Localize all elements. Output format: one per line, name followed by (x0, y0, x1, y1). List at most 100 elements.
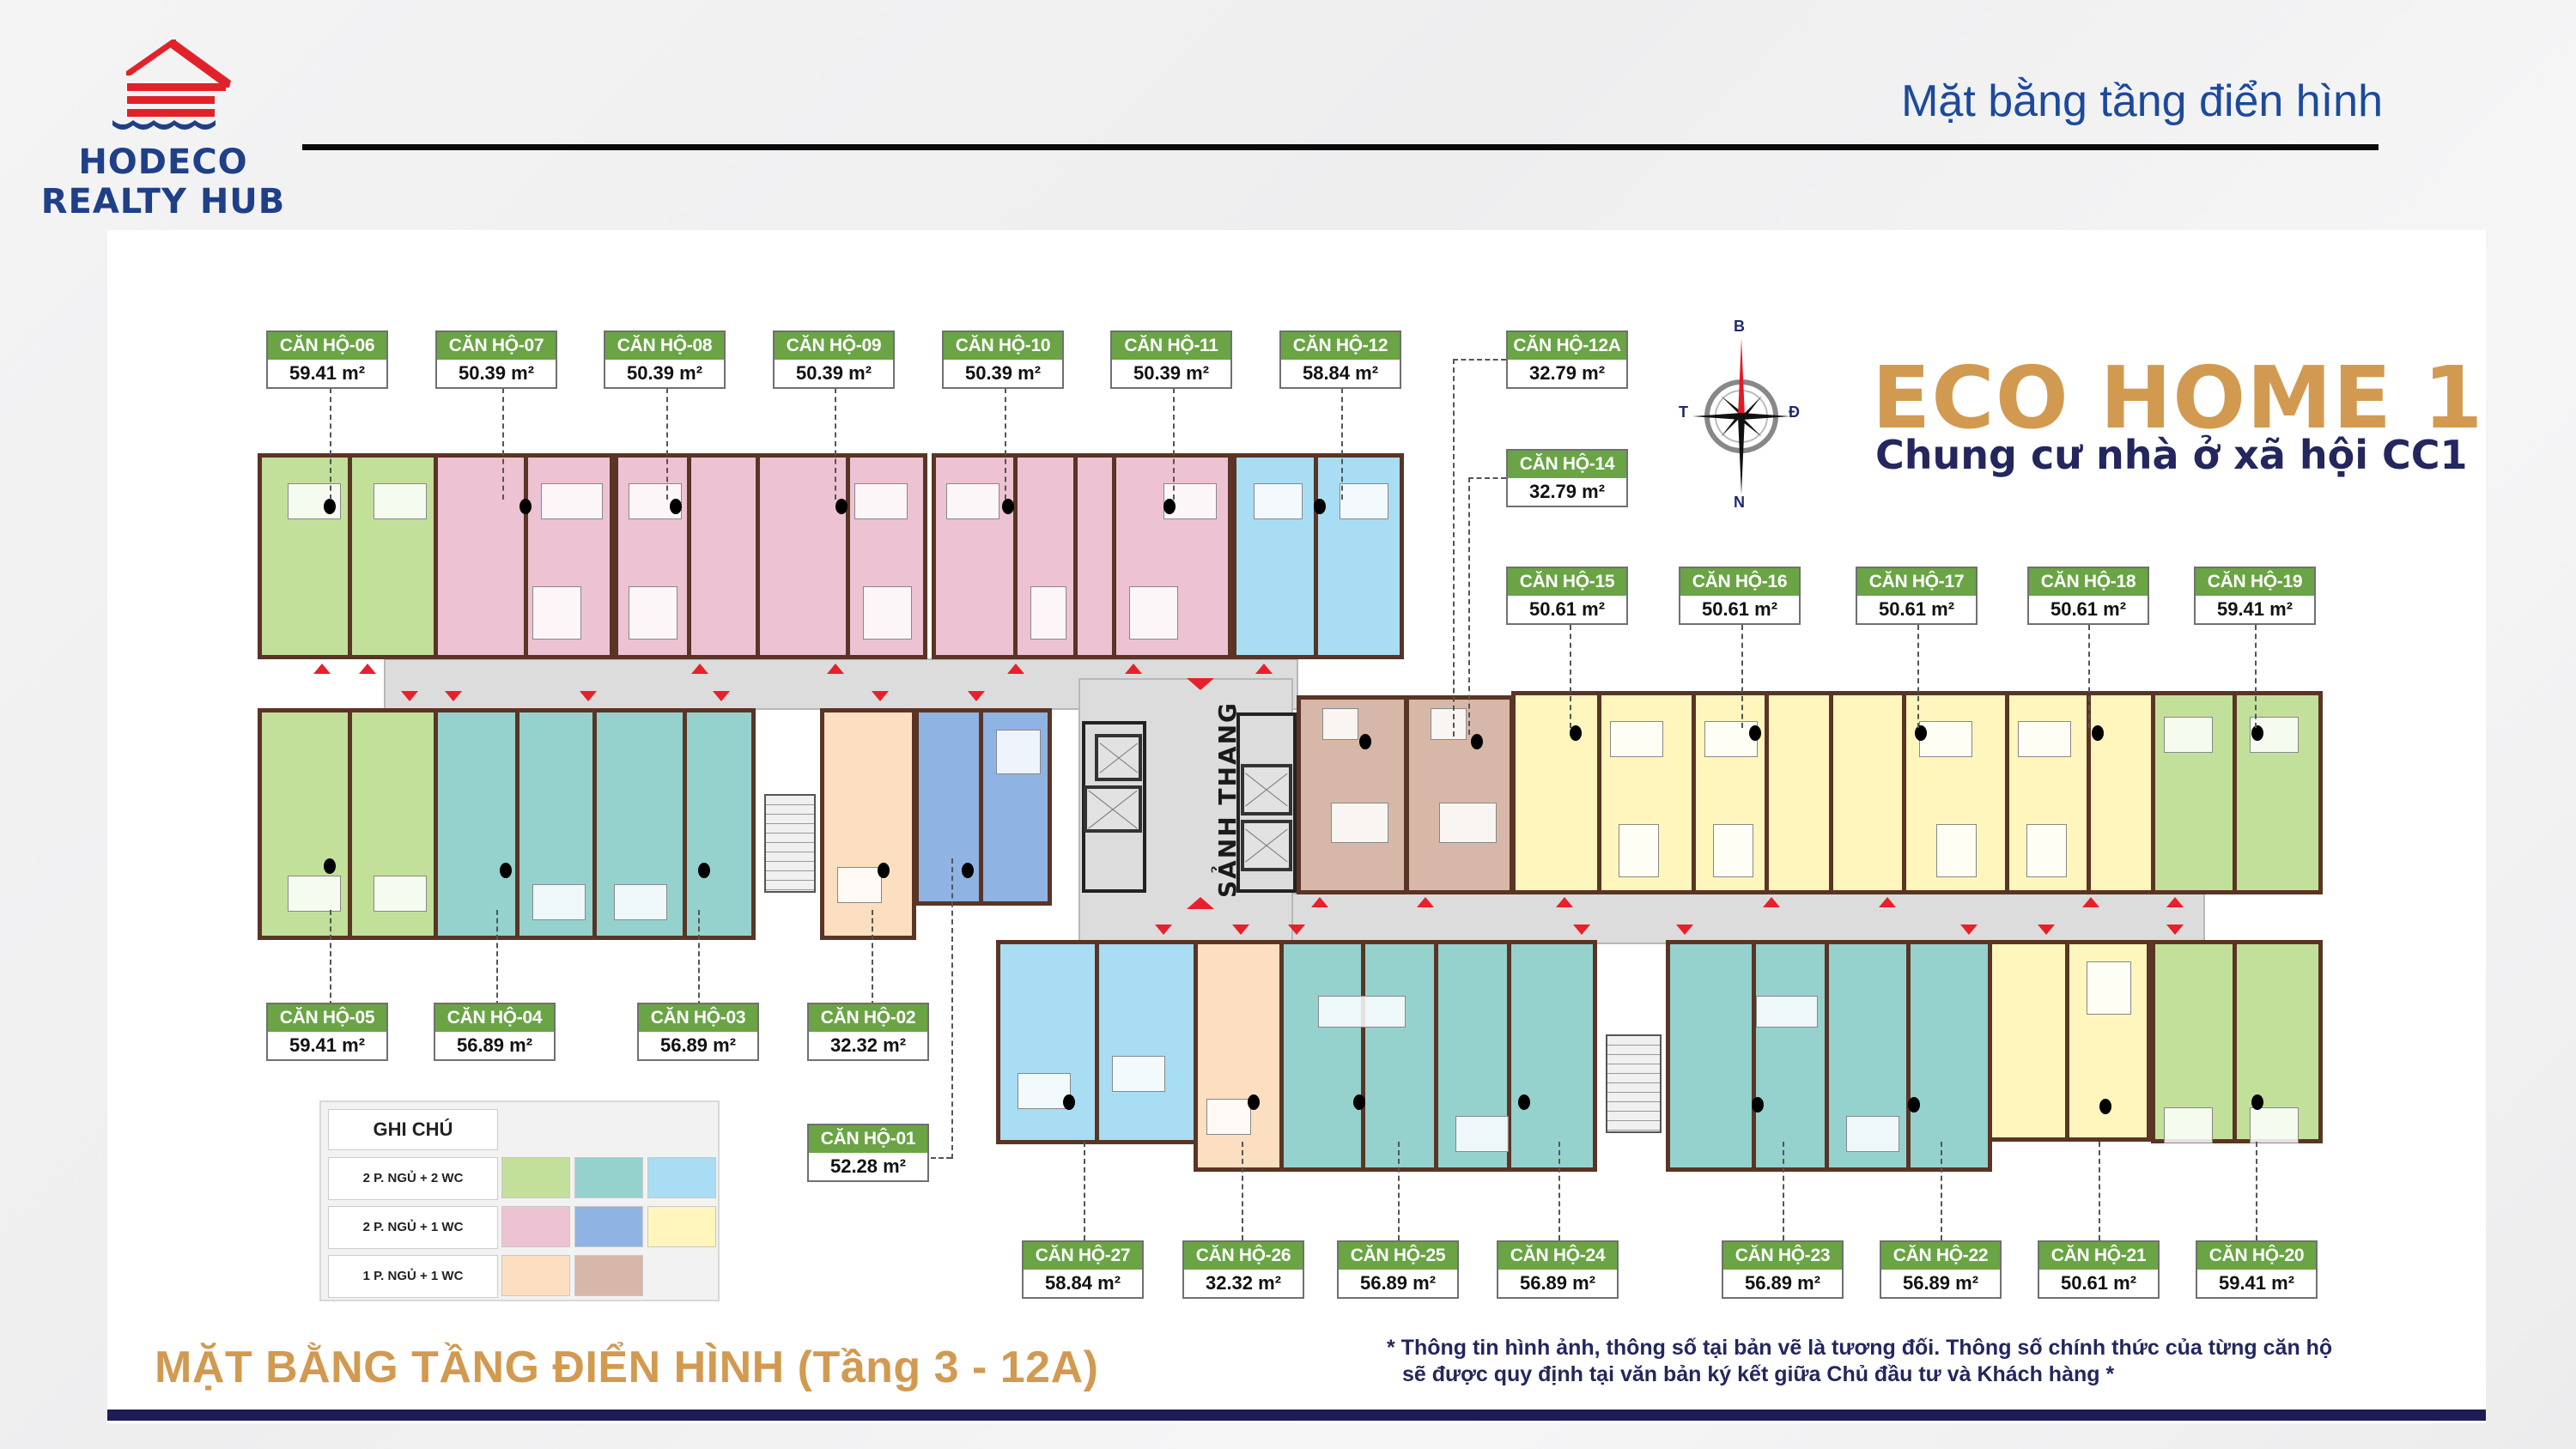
leader-line (835, 388, 836, 500)
unit-22[interactable] (1825, 940, 1992, 1172)
unit-12a[interactable] (1297, 695, 1408, 894)
exit-arrow-down (2166, 925, 2184, 935)
compass: B N T Đ (1679, 318, 1800, 511)
leader-line (951, 858, 953, 1159)
exit-arrow-down (401, 691, 418, 701)
leader-line (872, 910, 873, 1006)
leader-line (1173, 388, 1175, 500)
leader-line (330, 910, 331, 1006)
unit-25[interactable] (1279, 940, 1438, 1172)
elevator-1 (1095, 734, 1142, 781)
unit-11[interactable] (1073, 453, 1232, 659)
unit-04[interactable] (434, 708, 597, 940)
leader-line (502, 388, 504, 500)
unit-19[interactable] (2151, 691, 2323, 894)
exit-arrow-up (1125, 664, 1142, 674)
leader-line (1468, 477, 1506, 479)
exit-arrow-down (2038, 925, 2055, 935)
unit-07[interactable] (434, 453, 614, 659)
leader-line (698, 910, 700, 1006)
legend-swatch-blue (574, 1206, 643, 1247)
unit-23[interactable] (1666, 940, 1829, 1172)
project-title: ECO HOME 1 (1872, 348, 2484, 448)
exit-arrow-down (580, 691, 597, 701)
unit-02[interactable] (820, 708, 916, 940)
exit-arrow-up (827, 664, 844, 674)
legend-swatch-pink (501, 1206, 570, 1247)
unit-18[interactable] (2005, 691, 2155, 894)
exit-arrow-up (691, 664, 708, 674)
unit-15[interactable] (1511, 691, 1696, 894)
leader-line (931, 1157, 951, 1159)
unit-05[interactable] (258, 708, 438, 940)
exit-arrow-down (1288, 925, 1305, 935)
exit-arrow-up (2166, 897, 2184, 907)
house-roof-icon (112, 39, 231, 130)
leader-line (496, 910, 498, 1006)
leader-line (2256, 1142, 2257, 1240)
unit-27[interactable] (996, 940, 1198, 1144)
legend-swatch-green (501, 1157, 570, 1198)
unit-17[interactable] (1829, 691, 2009, 894)
exit-arrow-up (1879, 897, 1896, 907)
exit-arrow-up (1763, 897, 1780, 907)
unit-06[interactable] (258, 453, 438, 659)
disclaimer-line-1: * Thông tin hình ảnh, thông số tại bản v… (1387, 1336, 2333, 1360)
unit-24[interactable] (1434, 940, 1597, 1172)
unit-26[interactable] (1194, 940, 1284, 1172)
unit-16[interactable] (1692, 691, 1833, 894)
compass-west-label: T (1679, 403, 1688, 421)
leader-line (2099, 1142, 2100, 1240)
unit-12[interactable] (1232, 453, 1404, 659)
exit-arrow-up (1311, 897, 1328, 907)
brand-name-line2: REALTY HUB (40, 182, 286, 221)
exit-arrow-up (1556, 897, 1573, 907)
exit-arrow-down (872, 691, 889, 701)
leader-line (1558, 1142, 1560, 1240)
unit-21[interactable] (1988, 940, 2151, 1142)
unit-09[interactable] (756, 453, 927, 659)
unit-14[interactable] (1405, 695, 1514, 894)
unit-03[interactable] (592, 708, 756, 940)
floor-plan-title: MẶT BẰNG TẦNG ĐIỂN HÌNH (Tầng 3 - 12A) (155, 1343, 1099, 1392)
legend-row-label: 2 P. NGỦ + 2 WC (328, 1157, 498, 1200)
exit-arrow-down (1232, 925, 1249, 935)
leader-line (2255, 625, 2257, 728)
compass-east-label: Đ (1789, 403, 1800, 421)
legend-swatch-lightblue (647, 1157, 716, 1198)
leader-line (1005, 388, 1006, 500)
unit-08[interactable] (614, 453, 760, 659)
unit-blue-west[interactable] (914, 708, 1052, 906)
unit-20[interactable] (2151, 940, 2323, 1143)
brand-logo: HODECO REALTY HUB (34, 34, 292, 232)
exit-arrow-up (359, 664, 376, 674)
